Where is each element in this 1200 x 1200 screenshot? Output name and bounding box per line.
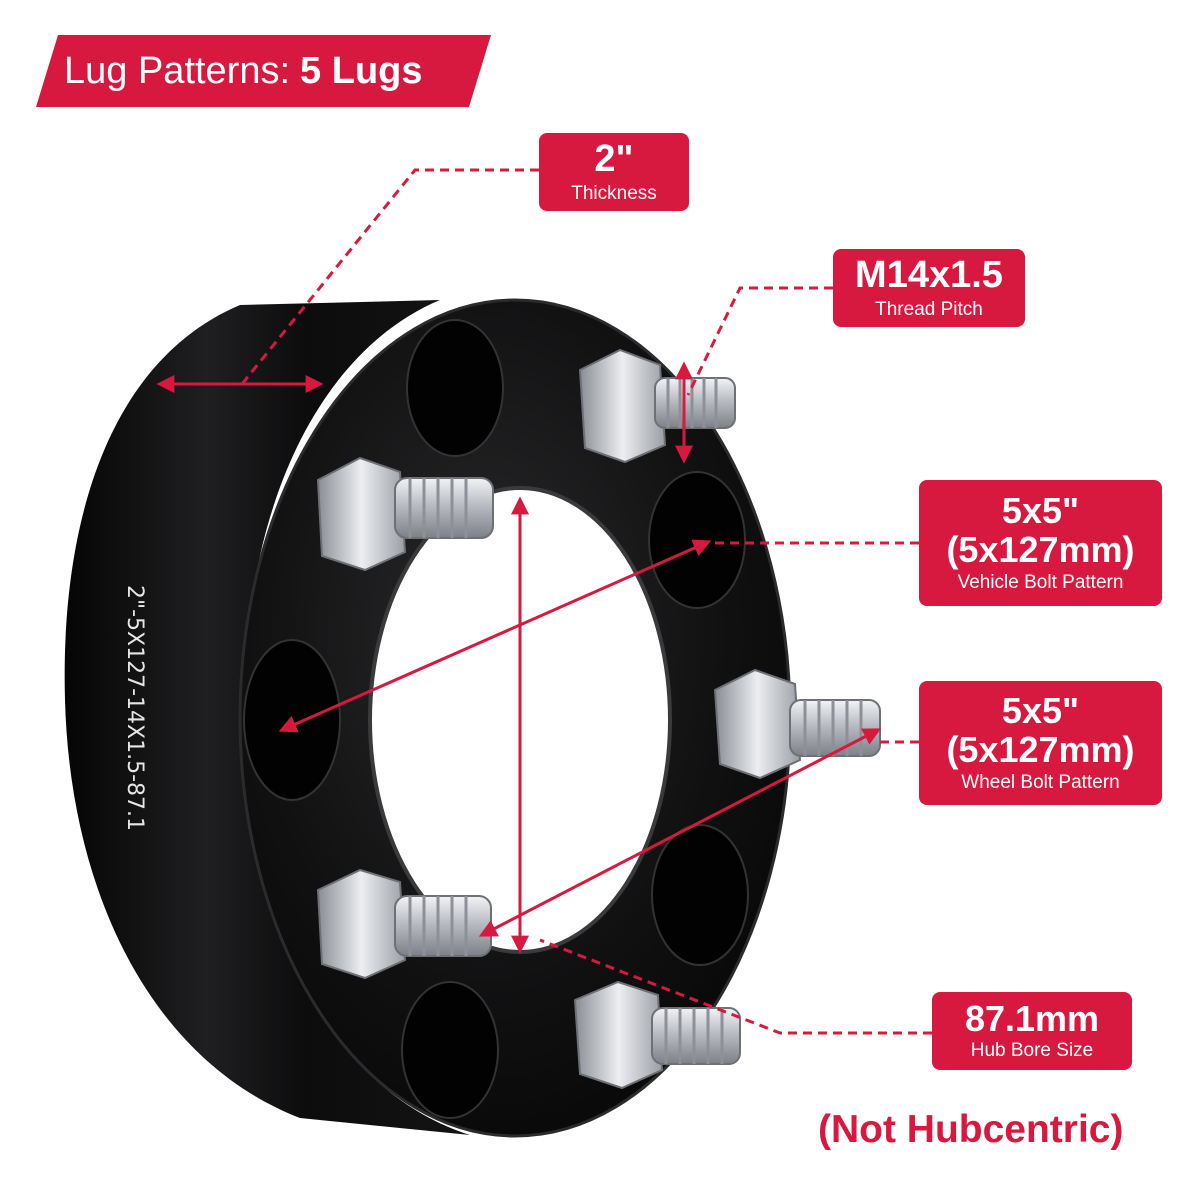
wheel-pattern-metric: (5x127mm) (946, 729, 1135, 770)
lug-hole (406, 319, 504, 457)
hub-bore-callout: 87.1mm Hub Bore Size (932, 992, 1132, 1070)
lug-pattern-banner: Lug Patterns: 5 Lugs (36, 35, 491, 107)
banner-prefix: Lug Patterns: (64, 49, 291, 92)
vehicle-pattern-label: Vehicle Bolt Pattern (957, 571, 1124, 593)
hub-bore-label: Hub Bore Size (970, 1040, 1094, 1062)
wheel-pattern-label: Wheel Bolt Pattern (961, 771, 1120, 793)
vehicle-pattern-value: 5x5" (1001, 490, 1080, 532)
lug-hole (648, 471, 746, 609)
lug-stud (713, 668, 881, 780)
hub-bore-value: 87.1mm (964, 997, 1100, 1039)
thread-label: Thread Pitch (875, 298, 983, 320)
lug-stud (573, 980, 741, 1090)
banner-value: 5 Lugs (300, 49, 423, 92)
spacer-side (64, 300, 470, 1135)
lug-stud (316, 868, 492, 980)
lug-hole (651, 824, 749, 966)
thread-value: M14x1.5 (855, 254, 1003, 297)
vehicle-pattern-metric: (5x127mm) (946, 529, 1135, 570)
engraving-text: 2"-5X127-14X1.5-87.1 (122, 585, 147, 831)
wheel-pattern-value: 5x5" (1001, 690, 1080, 732)
thickness-label: Thickness (571, 182, 657, 204)
wheel-bolt-pattern-callout: 5x5" (5x127mm) Wheel Bolt Pattern (919, 681, 1162, 805)
thickness-callout: 2" Thickness (539, 133, 689, 211)
vehicle-bolt-pattern-callout: 5x5" (5x127mm) Vehicle Bolt Pattern (919, 480, 1162, 606)
thread-pitch-callout: M14x1.5 Thread Pitch (833, 249, 1025, 327)
not-hubcentric-note: (Not Hubcentric) (818, 1108, 1124, 1151)
thickness-value: 2" (594, 138, 634, 181)
lug-hole (243, 639, 341, 801)
lug-hole (401, 981, 499, 1119)
